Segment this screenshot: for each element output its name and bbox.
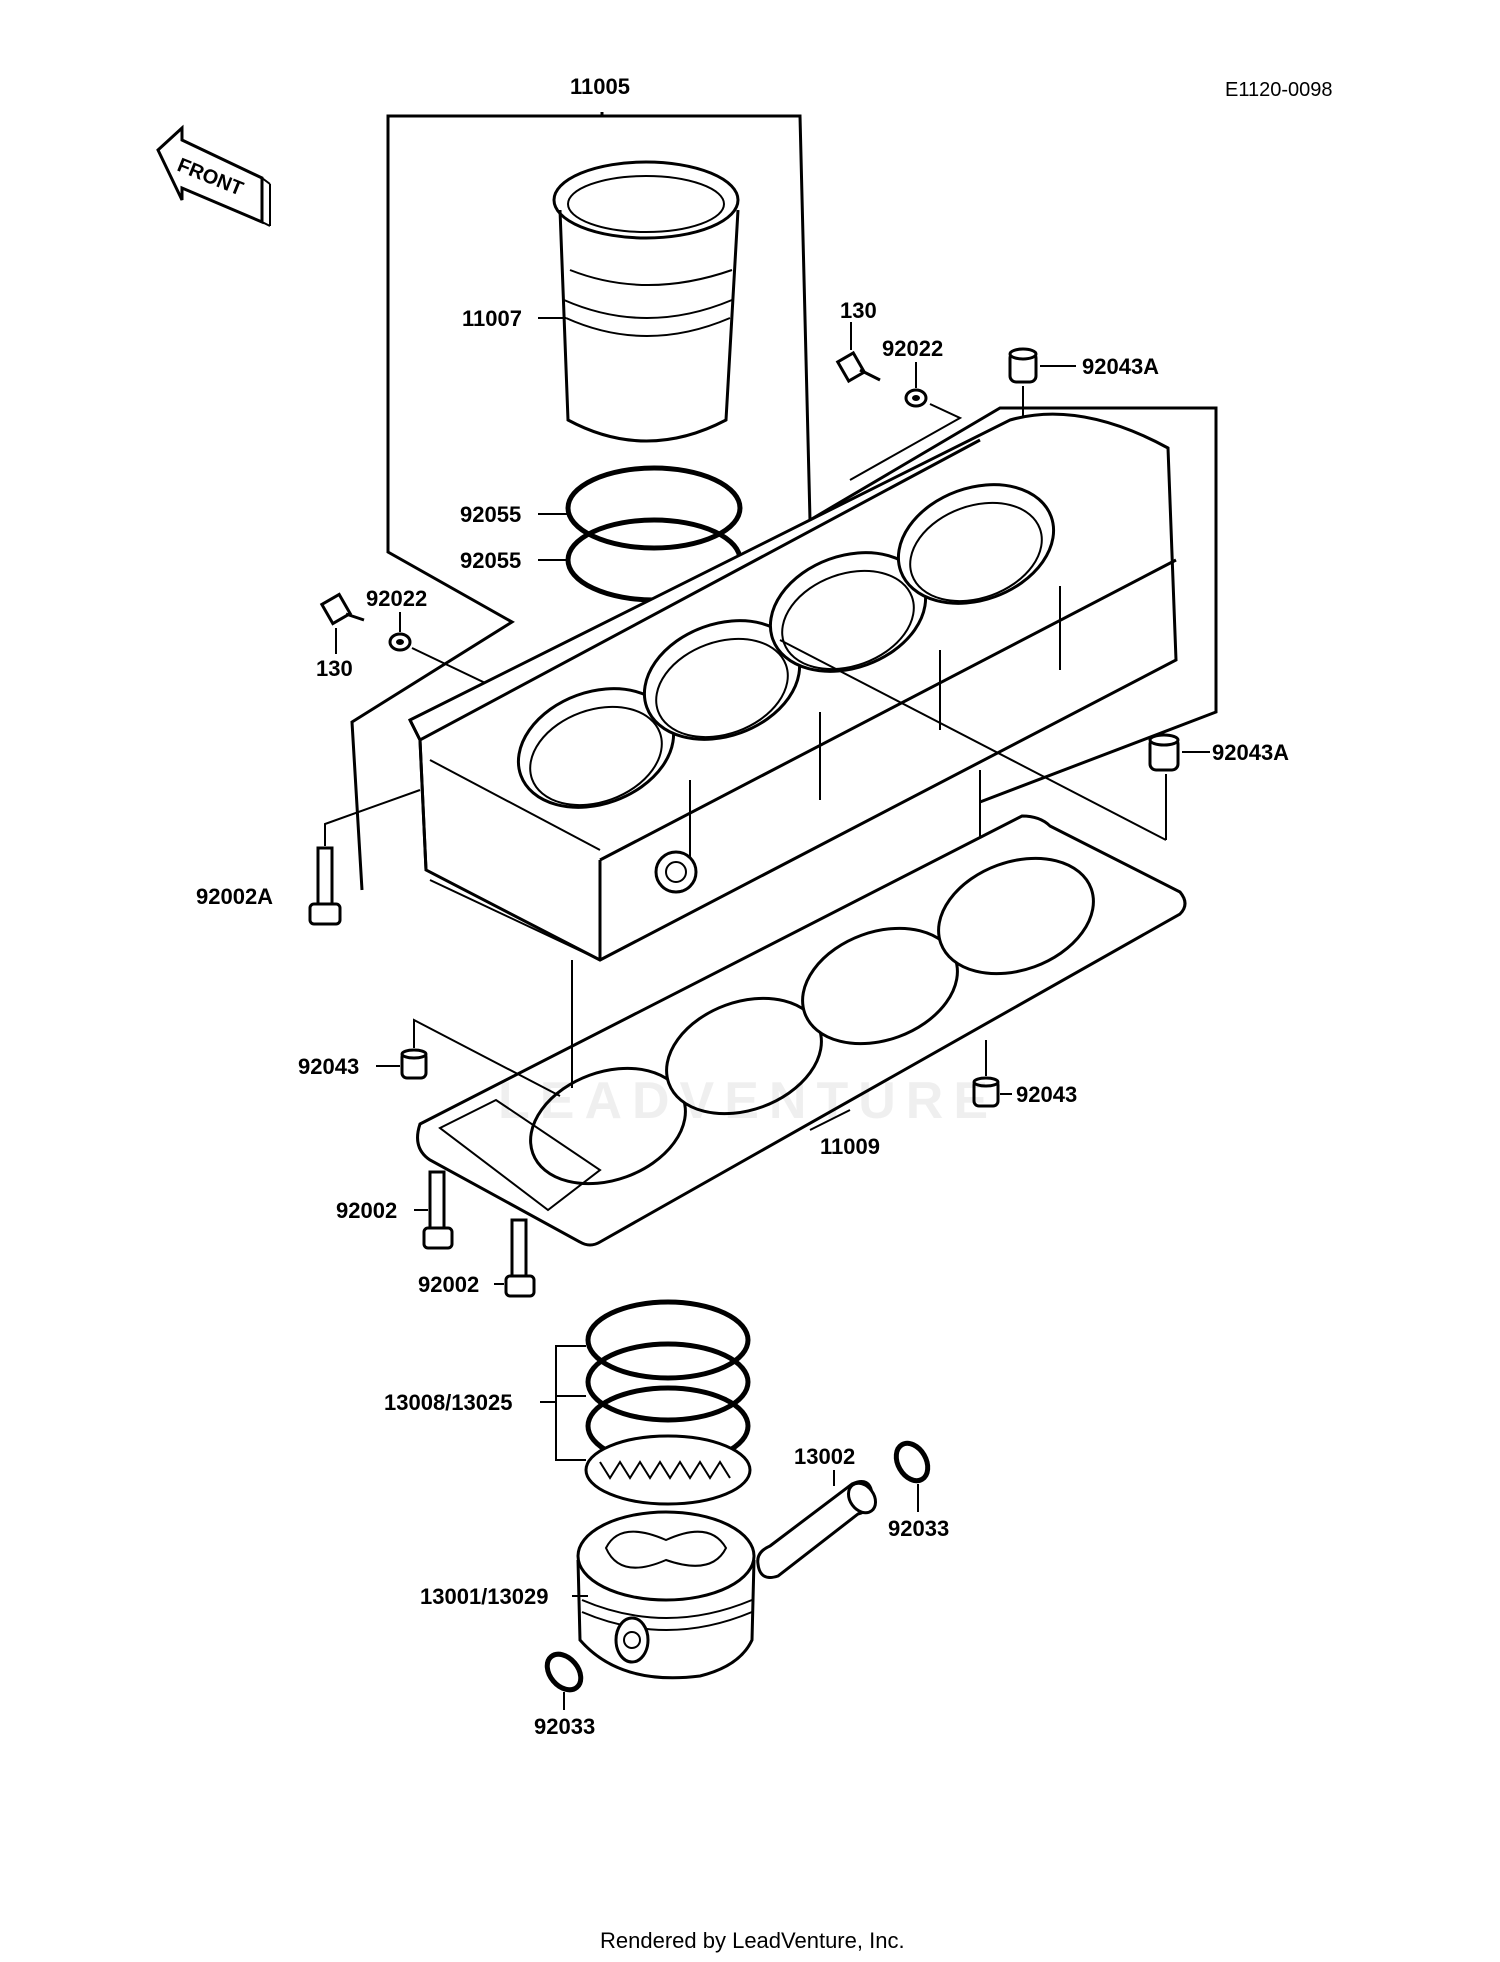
piston: 13001/13029: [420, 1510, 756, 1680]
callout-92002-b: 92002: [418, 1272, 479, 1297]
piston-pin: 13002: [756, 1444, 878, 1579]
callout-13001-13029: 13001/13029: [420, 1584, 548, 1609]
callout-92002-a: 92002: [336, 1198, 397, 1223]
callout-92022-left: 92022: [366, 586, 427, 611]
bolt-130-top: 130 92022: [835, 298, 963, 481]
callout-92033-right: 92033: [888, 1516, 949, 1541]
bolt-92002A: 92002A: [196, 789, 421, 926]
watermark: LEADVENTURE: [498, 1072, 998, 1130]
callout-11005: 11005: [570, 74, 630, 99]
callout-130-top: 130: [840, 298, 877, 323]
cylinder-liner: 11007: [462, 160, 740, 443]
front-arrow-icon: FRONT: [156, 124, 271, 227]
callout-92043-left: 92043: [298, 1054, 359, 1079]
circlip-right: 92033: [888, 1440, 949, 1541]
diagram-code: E1120-0098: [1225, 79, 1333, 101]
callout-92043A-top: 92043A: [1082, 354, 1159, 379]
callout-92022-top: 92022: [882, 336, 943, 361]
cylinder-block: [407, 412, 1178, 962]
callout-13008-13025: 13008/13025: [384, 1390, 512, 1415]
dowel-92043-left: 92043: [298, 1018, 561, 1097]
callout-92002A: 92002A: [196, 884, 273, 909]
bracket-11005: 11005: [350, 74, 1218, 891]
callout-11007: 11007: [462, 306, 522, 331]
bolts-92002: 92002 92002: [336, 1170, 536, 1298]
callout-92033-bottom: 92033: [534, 1714, 595, 1739]
callout-11009: 11009: [820, 1134, 880, 1159]
callout-92055-a: 92055: [460, 502, 521, 527]
piston-rings: 13008/13025: [384, 1299, 752, 1506]
callout-92055-b: 92055: [460, 548, 521, 573]
circlip-bottom: 92033: [534, 1651, 595, 1739]
callout-92043A-right: 92043A: [1212, 740, 1289, 765]
callout-92043-right: 92043: [1016, 1082, 1077, 1107]
footer-credit: Rendered by LeadVenture, Inc.: [600, 1928, 905, 1953]
o-rings: 92055 92055: [460, 465, 743, 603]
dowel-92043A-right: 92043A: [1148, 733, 1289, 840]
dowel-92043-right: 92043: [972, 1040, 1077, 1108]
callout-13002: 13002: [794, 1444, 855, 1469]
head-gasket: 11009: [416, 814, 1187, 1247]
callout-130-left: 130: [316, 656, 353, 681]
